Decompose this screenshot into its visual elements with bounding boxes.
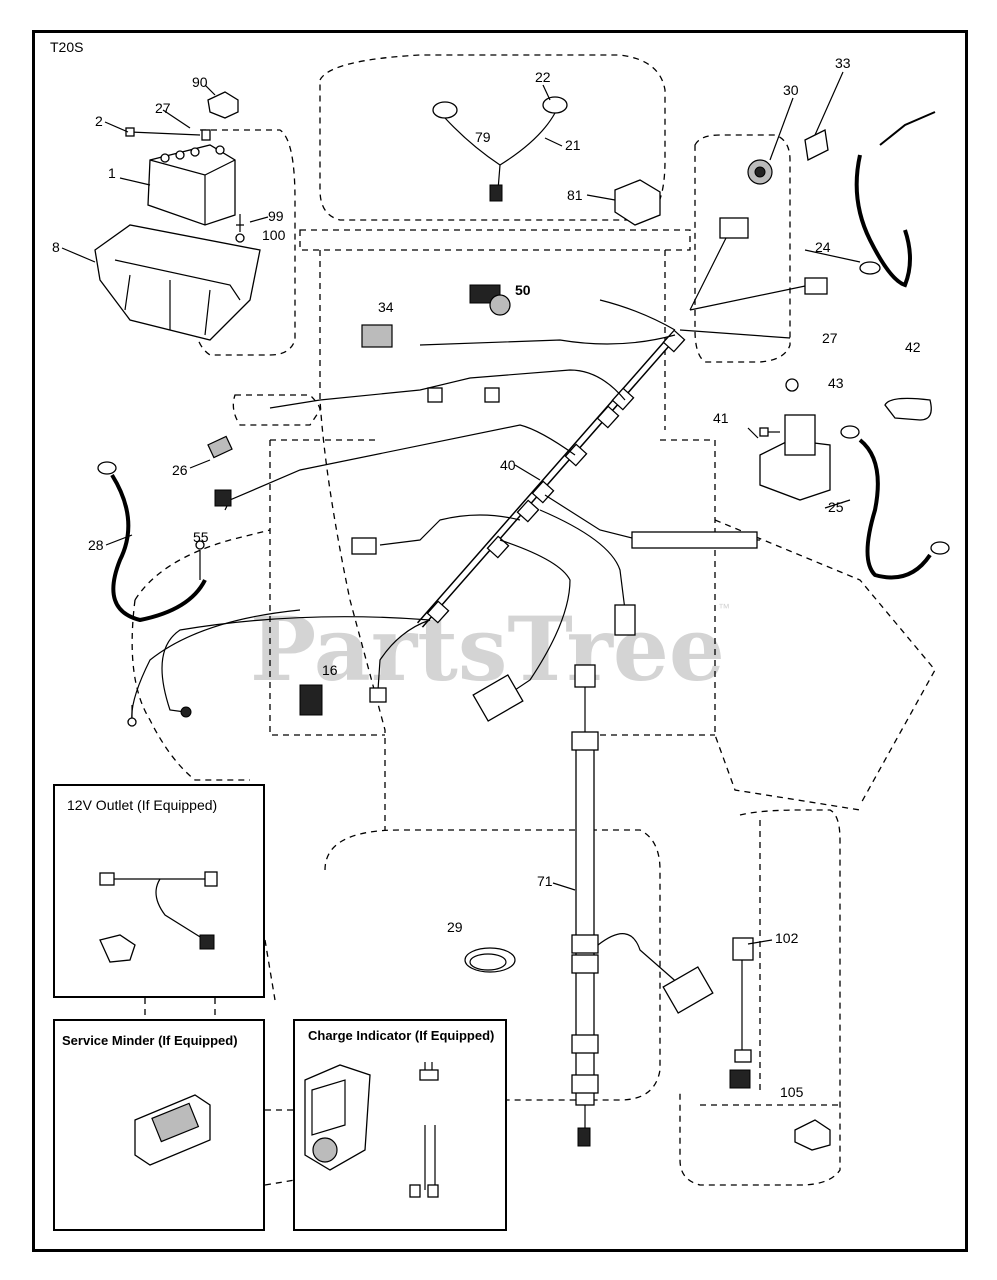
callout-40: 40 — [500, 457, 516, 473]
callout-33: 33 — [835, 55, 851, 71]
callout-41: 41 — [713, 410, 729, 426]
fuel-solenoid — [794, 1119, 831, 1151]
outlet-title: 12V Outlet (If Equipped) — [67, 797, 217, 813]
callout-labels: 1 2 8 16 21 22 24 25 26 27 27 28 29 30 3… — [52, 55, 921, 1171]
pto-switch — [469, 284, 511, 316]
callout-81: 81 — [567, 187, 583, 203]
service-minder-title: Service Minder (If Equipped) — [62, 1033, 238, 1048]
callout-79: 79 — [475, 129, 491, 145]
ground-screw — [127, 609, 301, 727]
diagram-id: T20S — [50, 39, 83, 55]
callout-99: 99 — [268, 208, 284, 224]
charge-indicator-inset: Charge Indicator (If Equipped) — [293, 1019, 507, 1231]
ground-cable — [97, 461, 207, 623]
relay — [614, 179, 661, 226]
callout-71: 71 — [537, 873, 553, 889]
main-harness — [161, 217, 828, 722]
callout-34: 34 — [378, 299, 394, 315]
callout-1: 1 — [108, 165, 116, 181]
plug-connector — [361, 324, 393, 348]
callout-27-right: 27 — [822, 330, 838, 346]
callout-21: 21 — [565, 137, 581, 153]
starter-solenoid — [759, 378, 831, 501]
callout-90: 90 — [192, 74, 208, 90]
key-switch — [747, 159, 773, 185]
service-minder-inset: Service Minder (If Equipped) — [53, 1019, 265, 1231]
callout-29: 29 — [447, 919, 463, 935]
battery-cable-negative — [840, 425, 950, 580]
fuse — [207, 435, 233, 459]
callout-105: 105 — [780, 1084, 804, 1100]
battery-cable-positive — [854, 111, 936, 288]
chassis-outlines — [131, 54, 936, 1186]
callout-2: 2 — [95, 113, 103, 129]
charge-indicator-title: Charge Indicator (If Equipped) — [308, 1028, 494, 1043]
terminal-boot — [884, 397, 932, 421]
callout-16: 16 — [322, 662, 338, 678]
callout-25: 25 — [828, 499, 844, 515]
battery-hardware — [125, 91, 245, 243]
callout-28: 28 — [88, 537, 104, 553]
battery-tray — [94, 224, 261, 341]
battery — [147, 144, 236, 226]
callout-50: 50 — [515, 282, 531, 298]
callout-100: 100 — [262, 227, 286, 243]
wire-coil — [464, 947, 516, 973]
mount-bracket — [804, 129, 829, 161]
callout-43: 43 — [828, 375, 844, 391]
outlet-inset: 12V Outlet (If Equipped) — [53, 784, 265, 998]
rear-harness — [571, 664, 714, 1147]
watermark: PartsTree — [250, 597, 725, 701]
callout-8: 8 — [52, 239, 60, 255]
callout-102: 102 — [775, 930, 799, 946]
watermark-tm: ™ — [718, 601, 730, 615]
callout-26: 26 — [172, 462, 188, 478]
callout-55: 55 — [193, 529, 209, 545]
callout-22: 22 — [535, 69, 551, 85]
seat-switch — [299, 684, 323, 716]
clutch-harness — [729, 937, 754, 1089]
headlights — [432, 96, 568, 202]
callout-30: 30 — [783, 82, 799, 98]
callout-42: 42 — [905, 339, 921, 355]
callout-24: 24 — [815, 239, 831, 255]
